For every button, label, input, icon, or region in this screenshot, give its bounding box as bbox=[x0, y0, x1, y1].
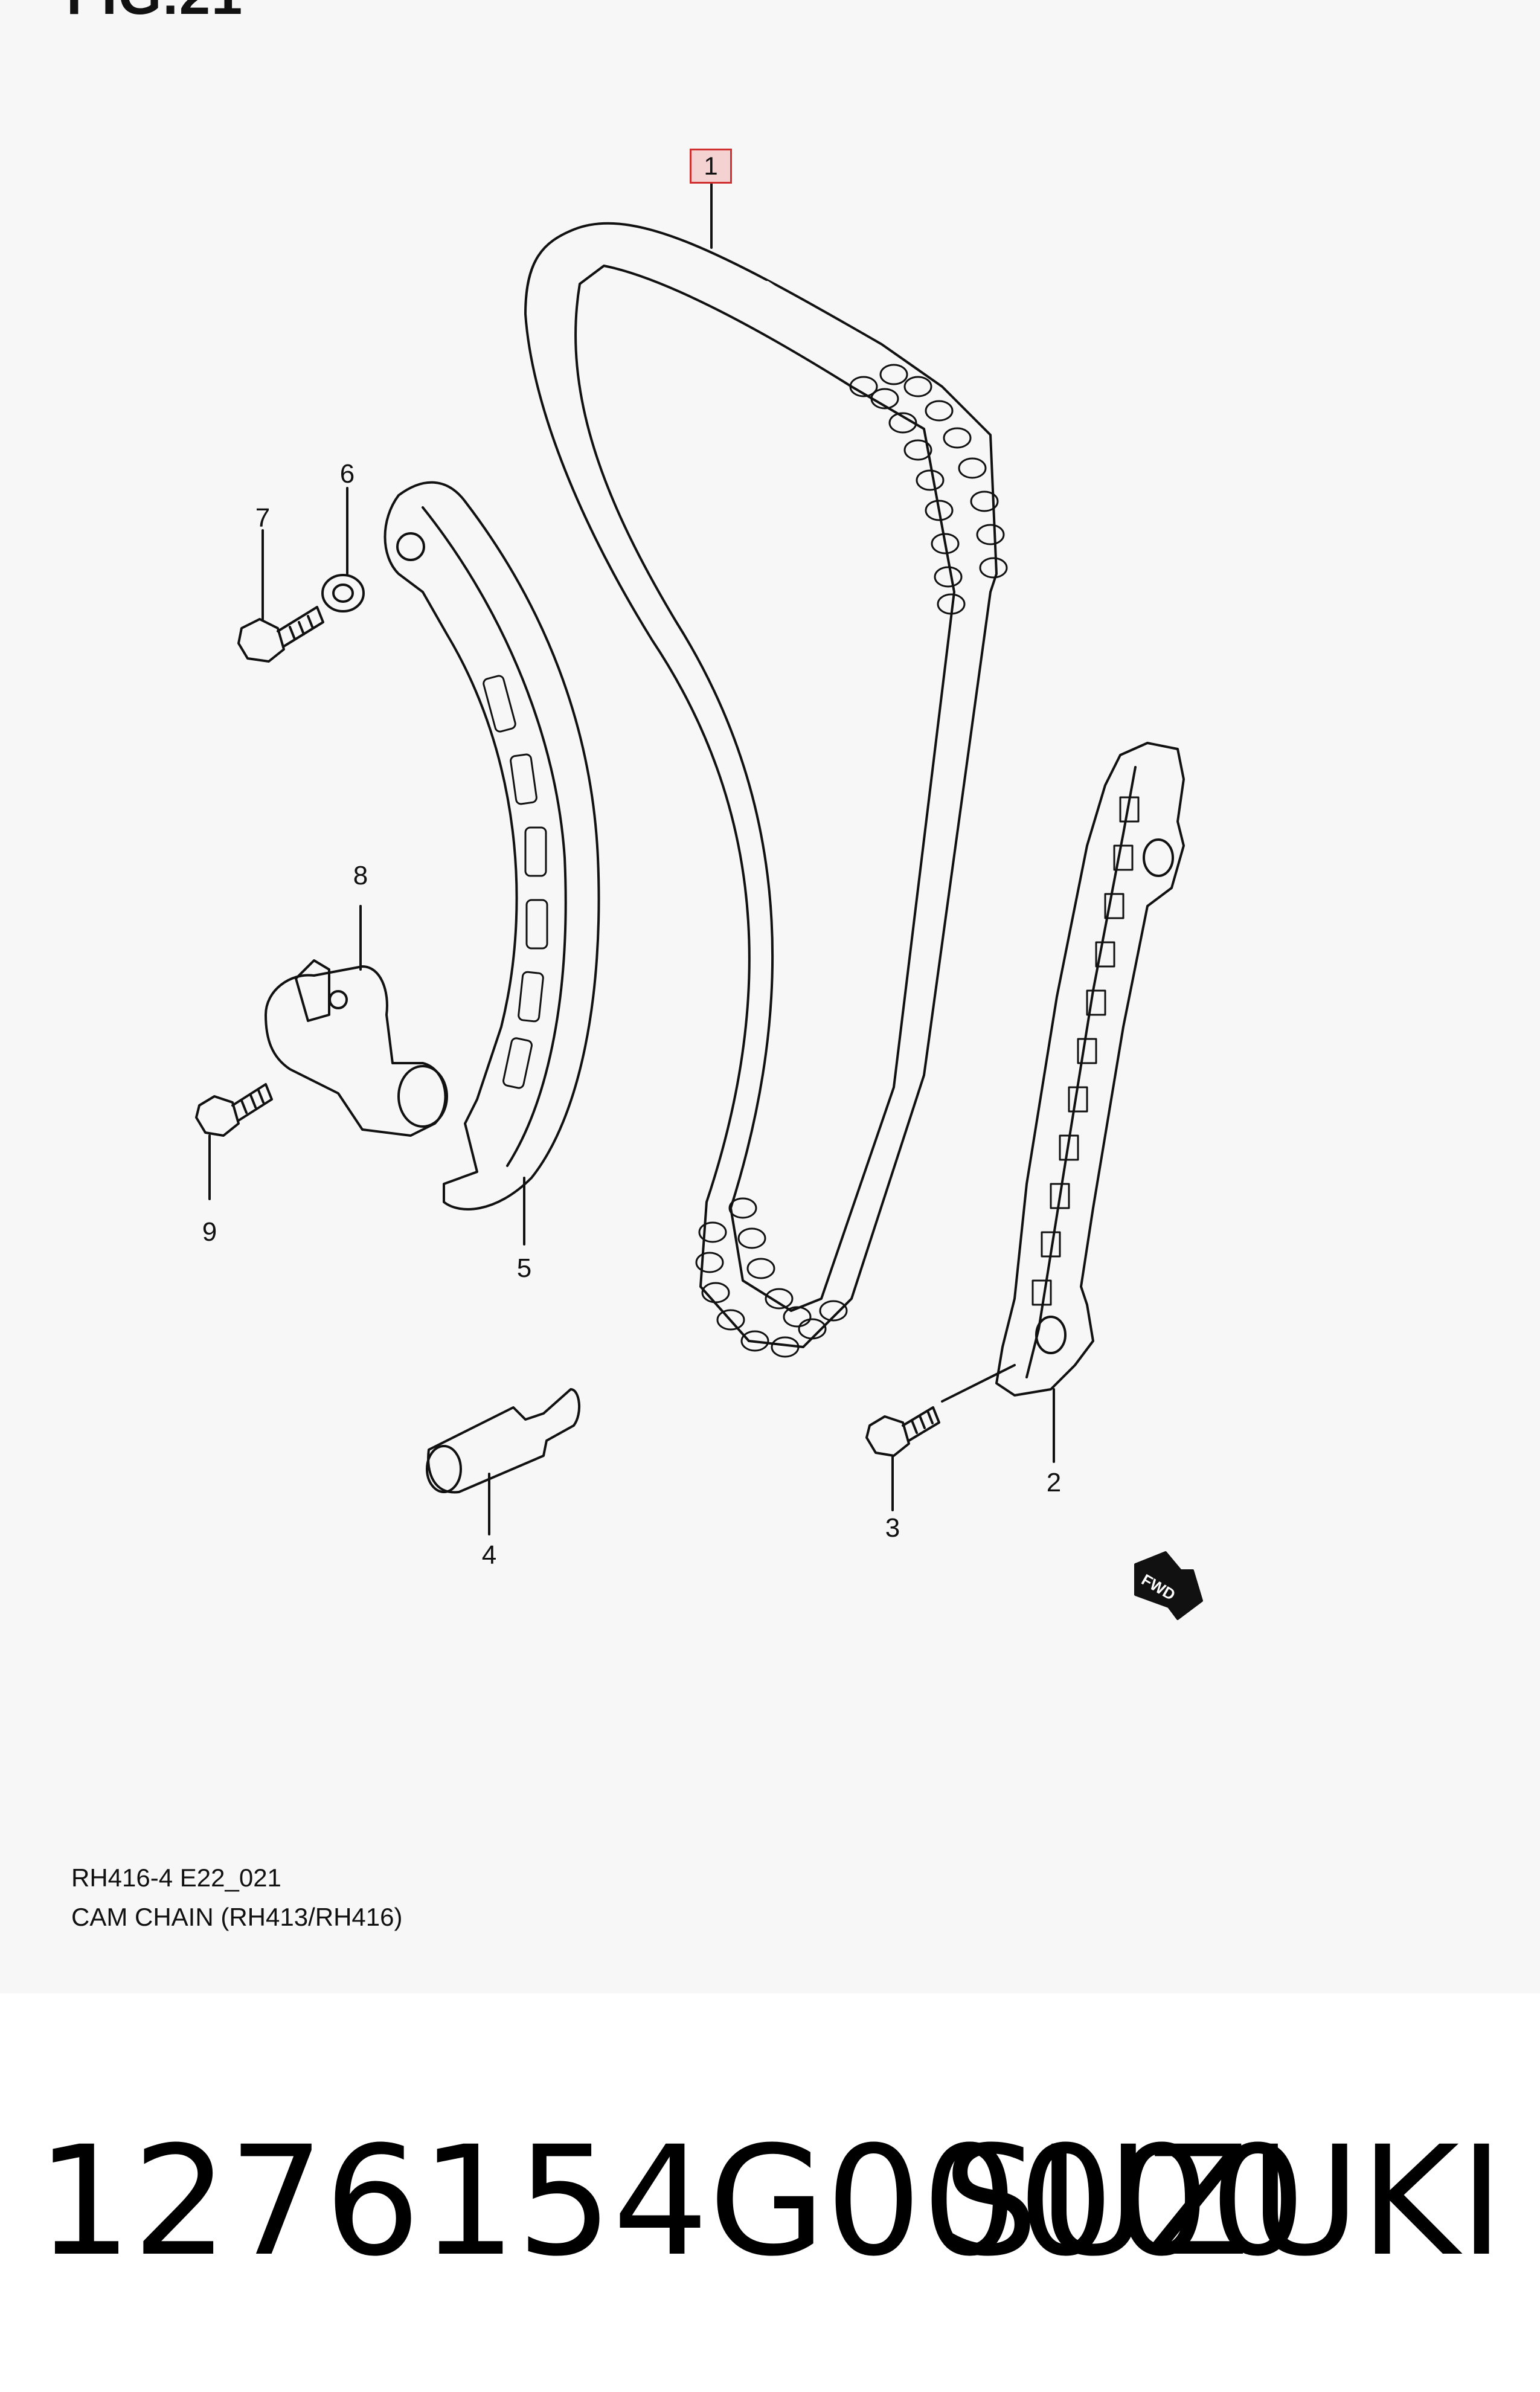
figure-title: FIG.21 bbox=[66, 0, 243, 27]
bolt-top bbox=[237, 529, 324, 663]
cam-chain-diagram bbox=[195, 182, 1203, 1620]
callout-chain-guide: 2 bbox=[1046, 1468, 1062, 1497]
callout-washer: 6 bbox=[339, 459, 355, 489]
part-number: 1276154G00000 bbox=[36, 2114, 1306, 2289]
bolt-guide bbox=[865, 1364, 1016, 1511]
chain-guide bbox=[995, 742, 1185, 1463]
callout-bolt-guide: 3 bbox=[885, 1513, 900, 1543]
bolt-tensioner bbox=[195, 1083, 273, 1200]
tensioner-guide bbox=[383, 481, 600, 1246]
caption-code: RH416-4 E22_021 bbox=[71, 1863, 281, 1892]
pin bbox=[426, 1388, 581, 1535]
brand-name: SUZUKI bbox=[942, 2114, 1504, 2289]
diagram-panel: FIG.21 bbox=[66, 0, 1203, 1931]
callout-bolt-top: 7 bbox=[255, 503, 271, 533]
cam-chain bbox=[524, 182, 1008, 1358]
callout-pin: 4 bbox=[481, 1540, 497, 1570]
caption-title: CAM CHAIN (RH413/RH416) bbox=[71, 1903, 403, 1931]
callout-bolt-tensioner: 9 bbox=[202, 1217, 217, 1247]
callout-chain: 1 bbox=[690, 149, 732, 184]
fwd-arrow-icon bbox=[1134, 1551, 1203, 1620]
callout-tensioner-guide: 5 bbox=[516, 1253, 532, 1283]
callout-tensioner: 8 bbox=[353, 861, 368, 890]
tensioner bbox=[265, 905, 448, 1137]
washer bbox=[321, 487, 365, 612]
